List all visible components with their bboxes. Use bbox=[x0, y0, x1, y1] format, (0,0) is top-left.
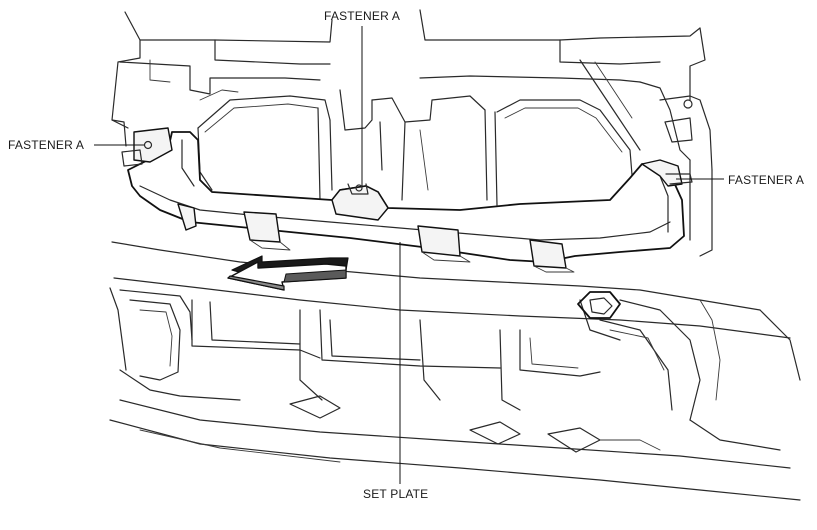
set-plate bbox=[121, 127, 693, 273]
removal-direction-arrow-icon bbox=[227, 255, 349, 291]
label-set-plate: SET PLATE bbox=[363, 487, 428, 501]
label-fastener-left: FASTENER A bbox=[8, 138, 84, 152]
upper-body-structure bbox=[111, 9, 713, 257]
label-fastener-top: FASTENER A bbox=[324, 9, 400, 23]
lower-structure bbox=[109, 241, 801, 501]
leader-lines bbox=[94, 26, 724, 484]
label-fastener-right: FASTENER A bbox=[728, 173, 804, 187]
